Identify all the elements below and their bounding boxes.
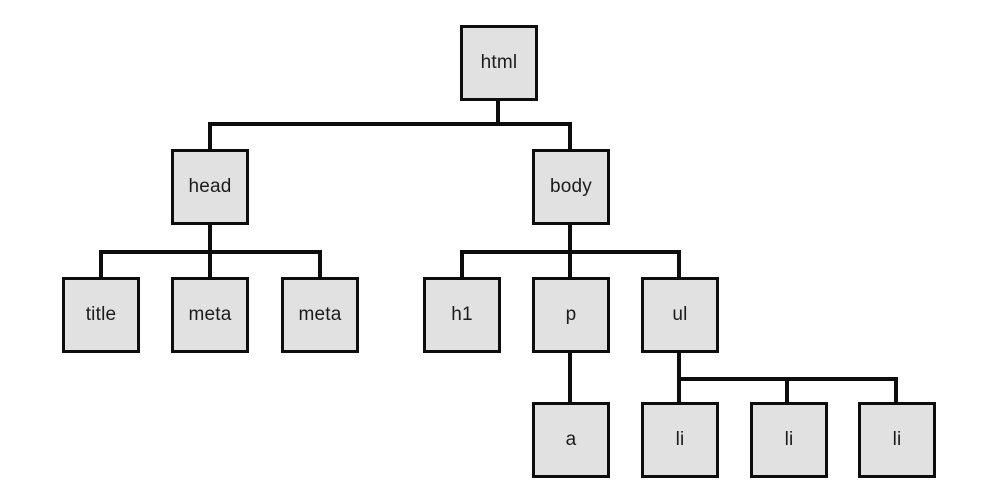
edge-bus-head-children	[99, 250, 322, 254]
node-h1: h1	[423, 277, 501, 353]
edge-bus-html-children	[208, 122, 572, 126]
edge-html-down	[496, 101, 500, 126]
node-h1-label: h1	[451, 304, 473, 325]
node-li-2-label: li	[784, 429, 794, 450]
node-body-label: body	[549, 176, 592, 197]
node-p-label: p	[565, 304, 577, 325]
node-title: title	[62, 277, 140, 353]
node-a: a	[532, 402, 610, 478]
edge-head-title	[99, 250, 103, 279]
node-li-3: li	[858, 402, 936, 478]
node-meta-2-label: meta	[298, 304, 342, 325]
edge-p-a	[568, 351, 572, 404]
node-ul: ul	[641, 277, 719, 353]
node-body: body	[532, 149, 610, 225]
node-li-1-label: li	[675, 429, 685, 450]
edge-body-ul	[677, 250, 681, 279]
node-li-2: li	[750, 402, 828, 478]
edge-ul-li3	[894, 377, 898, 404]
node-a-label: a	[565, 429, 577, 450]
node-meta-2: meta	[281, 277, 359, 353]
node-html-label: html	[480, 52, 518, 73]
node-p: p	[532, 277, 610, 353]
edge-html-body	[568, 122, 572, 151]
node-meta-1: meta	[171, 277, 249, 353]
edge-html-head	[208, 122, 212, 151]
edge-head-meta2	[318, 250, 322, 279]
edge-bus-body-children	[460, 250, 681, 254]
node-title-label: title	[85, 304, 117, 325]
node-head: head	[171, 149, 249, 225]
node-meta-1-label: meta	[188, 304, 232, 325]
node-html: html	[460, 25, 538, 101]
edge-ul-li2	[785, 377, 789, 404]
node-head-label: head	[188, 176, 232, 197]
node-li-3-label: li	[892, 429, 902, 450]
node-ul-label: ul	[672, 304, 688, 325]
node-li-1: li	[641, 402, 719, 478]
edge-body-h1	[460, 250, 464, 279]
